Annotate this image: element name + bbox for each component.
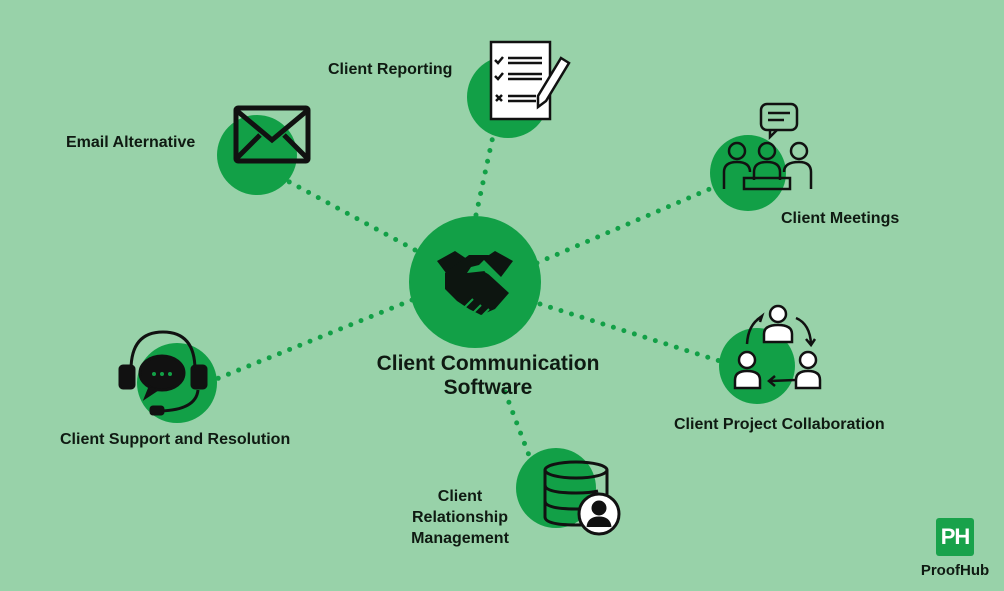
connector-support [211,297,415,383]
collaboration-label: Client Project Collaboration [674,416,885,433]
center-title-line1: Client Communication [376,352,600,375]
envelope-icon [233,105,311,164]
proofhub-logo: PH ProofHub [915,518,995,579]
center-title: Client Communication Software [338,352,638,400]
handshake-icon [437,251,513,316]
proofhub-logo-mark: PH [936,518,974,556]
meeting-icon [722,102,813,191]
support-label: Client Support and Resolution [60,431,291,448]
checklist-icon [489,40,571,121]
connector-reporting [473,119,499,218]
connector-crm [502,389,533,461]
connector-email [279,175,418,253]
crm-label-line1: Client [437,488,483,505]
proofhub-logo-name: ProofHub [920,562,990,579]
chat-dots-icon [152,372,172,376]
email-label: Email Alternative [66,134,196,151]
connector-meetings [534,185,715,266]
collaboration-icon [733,304,822,390]
meetings-label: Client Meetings [781,210,900,227]
database-user-icon [543,460,621,536]
crm-label-line2: Relationship [411,509,508,526]
crm-label: Client Relationship Management [400,486,520,549]
center-title-line2: Software [443,376,533,399]
connector-collaboration [537,301,729,366]
crm-label-line3: Management [411,530,509,547]
reporting-label: Client Reporting [328,61,453,78]
